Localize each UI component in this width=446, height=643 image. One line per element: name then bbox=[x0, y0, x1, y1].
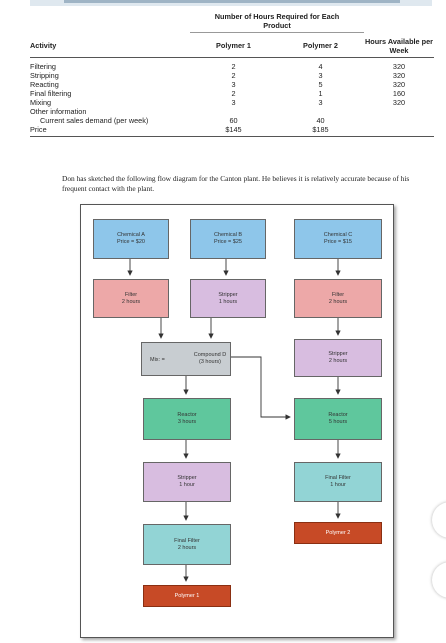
filter-right-box: Filter 2 hours bbox=[294, 279, 382, 318]
table-row: Final filtering 2 1 160 bbox=[30, 88, 406, 98]
reactor-left-box: Reactor 3 hours bbox=[143, 398, 231, 440]
hours-table: Number of Hours Required for Each Produc… bbox=[30, 12, 434, 137]
hours-table-grid: Number of Hours Required for Each Produc… bbox=[30, 12, 434, 137]
col-header-activity: Activity bbox=[30, 32, 190, 58]
col-header-hours-available: Hours Available per Week bbox=[364, 32, 434, 58]
table-row-other-info: Other information bbox=[30, 106, 87, 116]
table-column-header-row: Activity Polymer 1 Polymer 2 Hours Avail… bbox=[30, 32, 434, 58]
col-header-polymer1: Polymer 1 bbox=[190, 32, 277, 58]
scroll-button-lower[interactable] bbox=[432, 562, 446, 598]
table-row: Stripping 2 3 320 bbox=[30, 70, 406, 80]
table-group-header-row: Number of Hours Required for Each Produc… bbox=[30, 12, 434, 33]
description-paragraph: Don has sketched the following flow diag… bbox=[62, 174, 410, 193]
chemical-a-box: Chemical A Price = $20 bbox=[93, 219, 169, 259]
mix-compound-d-box: Mix: = Compound D (3 hours) bbox=[141, 342, 231, 376]
final-filter-right-box: Final Filter 1 hour bbox=[294, 462, 382, 502]
reactor-right-box: Reactor 5 hours bbox=[294, 398, 382, 440]
chemical-b-box: Chemical B Price = $25 bbox=[190, 219, 266, 259]
final-filter-left-box: Final Filter 2 hours bbox=[143, 524, 231, 565]
polymer-1-box: Polymer 1 bbox=[143, 585, 231, 607]
flow-arrows bbox=[127, 258, 341, 582]
stripper-left-box: Stripper 1 hour bbox=[143, 462, 231, 502]
filter-left-box: Filter 2 hours bbox=[93, 279, 169, 318]
table-row: Reacting 3 5 320 bbox=[30, 79, 406, 89]
chemical-c-box: Chemical C Price = $15 bbox=[294, 219, 382, 259]
top-banner bbox=[30, 0, 432, 6]
table-row: Mixing 3 3 320 bbox=[30, 97, 406, 107]
col-header-polymer2: Polymer 2 bbox=[277, 32, 364, 58]
top-banner-strip bbox=[64, 0, 400, 3]
mix-label: Mix: = bbox=[150, 357, 165, 363]
stripper-right-box: Stripper 2 hours bbox=[294, 339, 382, 377]
polymer-2-box: Polymer 2 bbox=[294, 522, 382, 544]
table-row-price: Price $145 $185 bbox=[30, 124, 434, 137]
table-row-demand: Current sales demand (per week) 60 40 bbox=[40, 115, 325, 125]
group-header: Number of Hours Required for Each Produc… bbox=[190, 12, 364, 33]
table-row: Filtering 2 4 320 bbox=[30, 61, 406, 71]
stripper-mid-box: Stripper 1 hours bbox=[190, 279, 266, 318]
arrow-mix-to-reactor-right bbox=[230, 356, 291, 420]
scroll-button-upper[interactable] bbox=[432, 502, 446, 538]
flow-diagram: Chemical A Price = $20 Chemical B Price … bbox=[80, 204, 394, 638]
